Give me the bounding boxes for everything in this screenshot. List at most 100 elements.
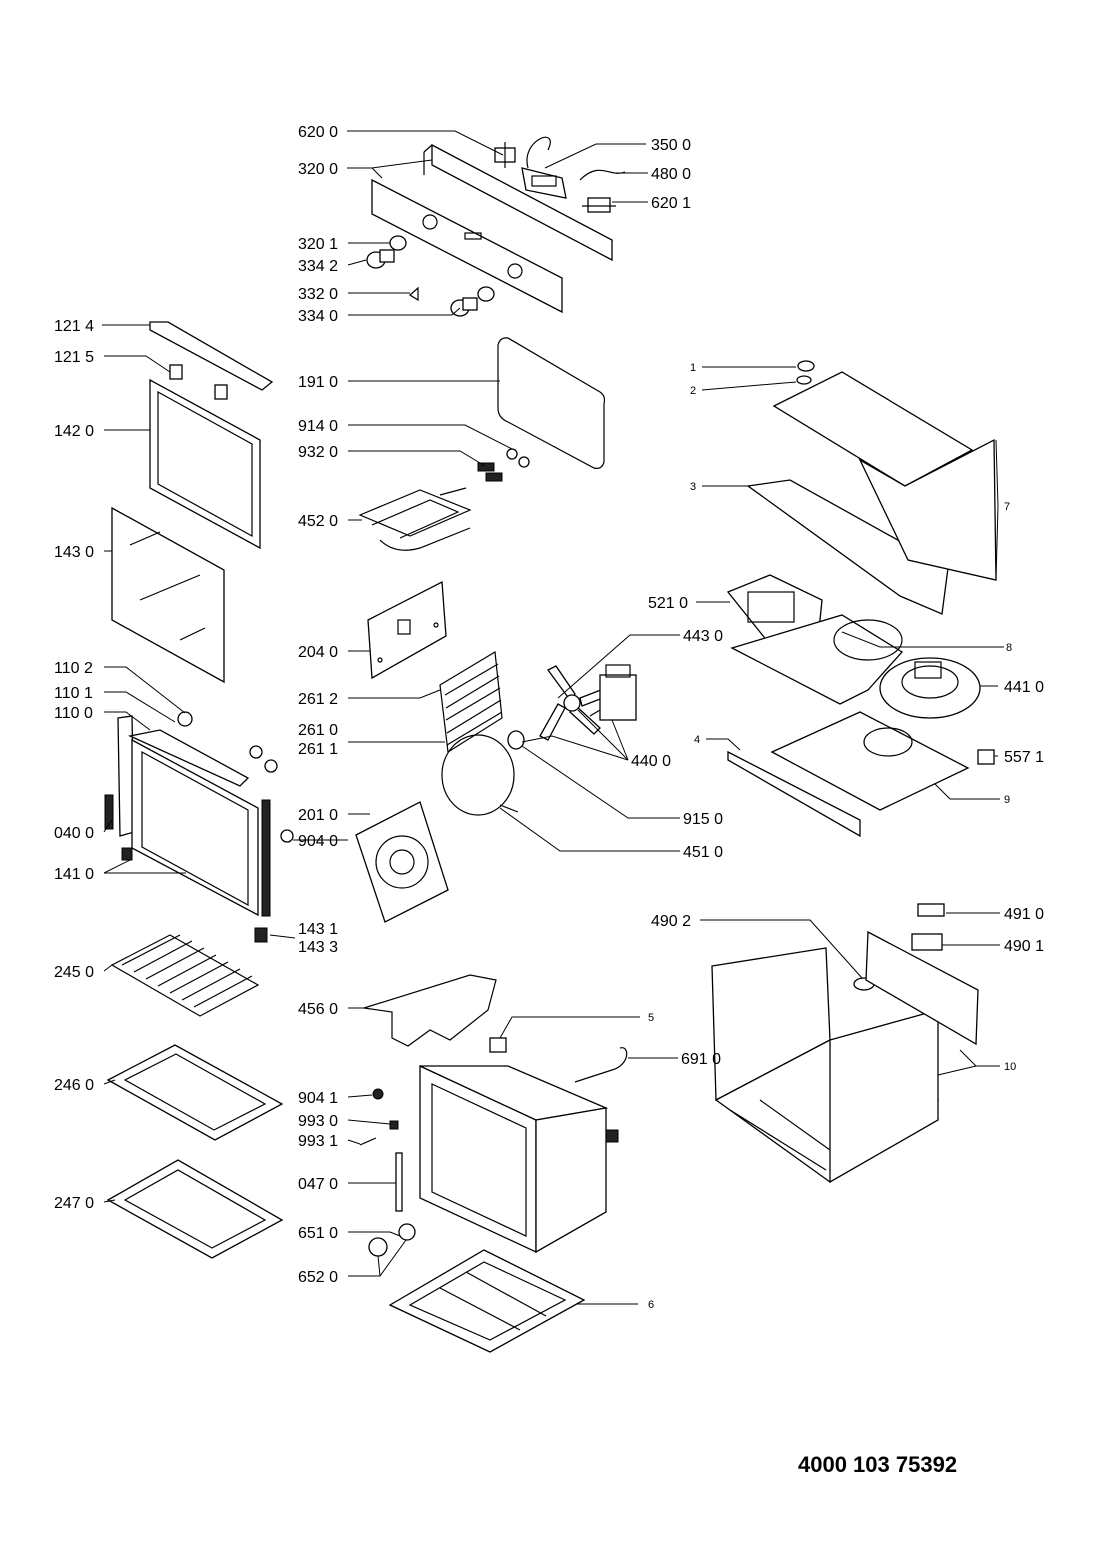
label-7: 7 [1004,501,1010,513]
circular-element-drawing [441,734,519,816]
label-2: 2 [690,385,696,397]
door-profile-drawing [149,321,274,391]
bush-drawing [507,730,525,750]
label-915-0: 915 0 [683,811,723,828]
label-121-5: 121 5 [54,349,94,366]
screw-drawing [372,1088,384,1100]
label-491-0: 491 0 [1004,906,1044,923]
grill-element-drawing [358,487,472,551]
lamp-holder-2-drawing [518,456,530,468]
label-904-0: 904 0 [298,833,338,850]
label-261-0: 261 0 [298,722,338,739]
washer-2-drawing [249,745,263,759]
oven-cavity-drawing [419,1064,619,1254]
label-993-0: 993 0 [298,1113,338,1130]
spring-2-drawing [485,472,503,482]
label-914-0: 914 0 [298,418,338,435]
guide-rail-drawing [395,1152,403,1212]
control-panel-drawing [371,143,613,314]
leader-lines [102,130,1004,1305]
inner-door-drawing [127,729,271,917]
lamp-drawing [489,1037,507,1053]
label-320-1: 320 1 [298,236,338,253]
terminal-cover-drawing [911,933,943,951]
grommet-drawing [797,360,815,372]
terminal-block-drawing [917,903,945,917]
screw-2-drawing [389,1120,399,1130]
label-110-2: 110 2 [54,660,93,677]
label-142-0: 142 0 [54,423,94,440]
label-141-0: 141 0 [54,866,94,883]
outer-casing-drawing [711,930,979,1184]
grommet-2-drawing [796,375,812,385]
gasket-drawing [497,337,606,469]
label-245-0: 245 0 [54,964,94,981]
fan-motor-drawing [589,664,637,721]
part-labels: 620 0 320 0 350 0 480 0 620 1 320 1 334 … [54,124,1044,1311]
label-440-0: 440 0 [631,753,671,770]
cooling-fan-drawing [879,657,981,719]
label-246-0: 246 0 [54,1077,94,1094]
label-143-1: 143 1 [298,921,338,938]
switch-drawing [494,142,516,168]
fan-cover-drawing [355,801,449,923]
label-047-0: 047 0 [298,1176,338,1193]
label-320-0: 320 0 [298,161,338,178]
label-10: 10 [1004,1061,1016,1073]
label-1: 1 [690,362,696,374]
lamp-cover-2-drawing [368,1237,388,1257]
glass-clip-drawing [254,927,268,943]
hinge-bar-drawing [104,715,135,861]
cable-drawing [579,169,626,181]
outer-glass-drawing [149,378,261,550]
label-691-0: 691 0 [681,1051,721,1068]
label-451-0: 451 0 [683,844,723,861]
label-620-0: 620 0 [298,124,338,141]
label-040-0: 040 0 [54,825,94,842]
label-332-0: 332 0 [298,286,338,303]
fan-blade-drawing [539,665,609,741]
label-201-0: 201 0 [298,807,338,824]
baking-tray-drawing [106,1044,284,1141]
lamp-cover-drawing [398,1223,416,1241]
display-module-drawing [521,136,567,199]
label-8: 8 [1006,642,1012,654]
clip-2-drawing [214,384,228,400]
sensor-drawing [574,1047,628,1083]
label-932-0: 932 0 [298,444,338,461]
label-993-1: 993 1 [298,1133,338,1150]
bottom-plate-drawing [388,1249,586,1353]
label-204-0: 204 0 [298,644,338,661]
spring-drawing [477,462,495,472]
label-143-3: 143 3 [298,939,338,956]
label-490-2: 490 2 [651,913,691,930]
label-3: 3 [690,481,696,493]
label-334-2: 334 2 [298,258,338,275]
lamp-holder-drawing [506,448,518,460]
drip-tray-drawing [106,1159,284,1259]
label-557-1: 557 1 [1004,749,1044,766]
thermostat-drawing [977,749,995,765]
knob-drawing [280,829,294,843]
label-652-0: 652 0 [298,1269,338,1286]
switch-2-drawing [582,197,616,213]
top-panel-drawing [746,371,997,615]
label-490-1: 490 1 [1004,938,1044,955]
side-rack-drawing [439,651,503,754]
label-261-2: 261 2 [298,691,338,708]
label-443-0: 443 0 [683,628,723,645]
washer-3-drawing [264,759,278,773]
label-5: 5 [648,1012,654,1024]
label-9: 9 [1004,794,1010,806]
label-456-0: 456 0 [298,1001,338,1018]
label-110-0: 110 0 [54,705,93,722]
back-plate-drawing [367,580,447,680]
wire-shelf-drawing [110,934,260,1017]
document-number: 4000 103 75392 [798,1452,958,1477]
label-620-1: 620 1 [651,195,691,212]
label-452-0: 452 0 [298,513,338,530]
inner-glass-drawing [111,506,225,684]
label-110-1: 110 1 [54,685,93,702]
bottom-element-drawing [363,974,497,1047]
